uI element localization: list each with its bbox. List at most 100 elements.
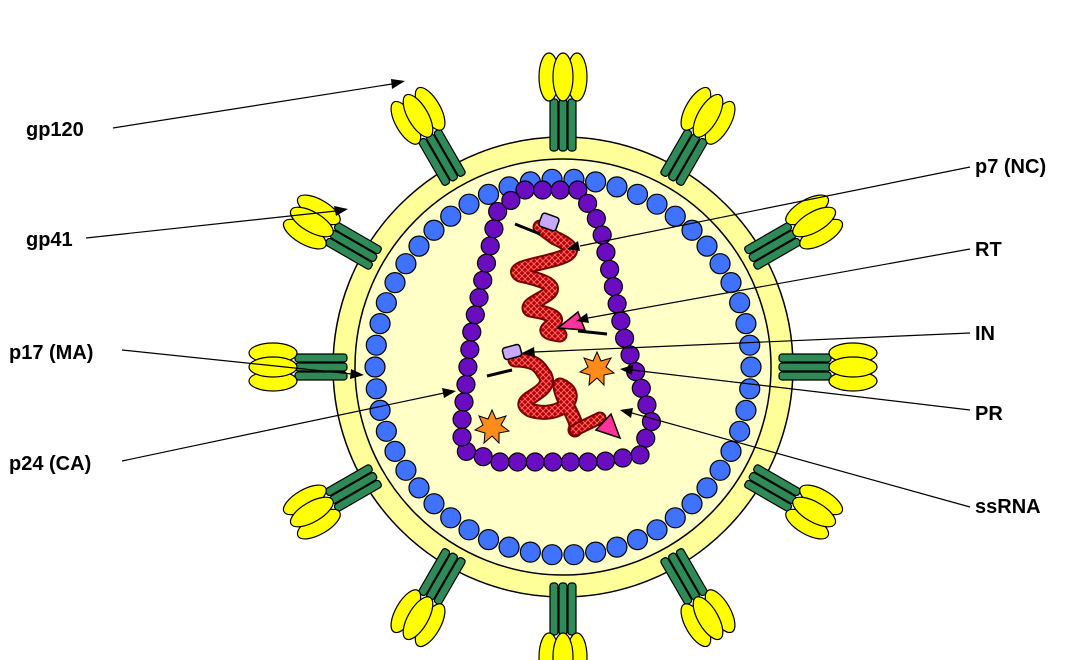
matrix-ball <box>396 460 416 480</box>
matrix-ball <box>459 194 479 214</box>
capsid-ball <box>485 220 503 238</box>
matrix-ball <box>542 545 562 565</box>
matrix-ball <box>564 545 584 565</box>
matrix-ball <box>682 494 702 514</box>
matrix-ball <box>409 478 429 498</box>
matrix-ball <box>441 206 461 226</box>
capsid-ball <box>616 329 634 347</box>
glycoprotein-spike-icon <box>249 343 347 391</box>
matrix-ball <box>647 520 667 540</box>
viral-interior <box>355 159 771 575</box>
capsid-ball <box>455 393 473 411</box>
capsid-ball <box>470 289 488 307</box>
label-gp120: gp120 <box>26 119 84 141</box>
label-gp41: gp41 <box>26 229 73 251</box>
matrix-ball <box>710 254 730 274</box>
gp41-stalk <box>550 99 576 151</box>
matrix-ball <box>665 508 685 528</box>
capsid-ball <box>526 453 544 471</box>
matrix-ball <box>370 400 390 420</box>
gp41-stalk <box>550 583 576 635</box>
capsid-ball <box>453 428 471 446</box>
matrix-ball <box>366 379 386 399</box>
capsid-ball <box>491 453 509 471</box>
capsid-ball <box>638 396 656 414</box>
glycoprotein-spike-icon <box>539 53 587 151</box>
capsid-ball <box>612 312 630 330</box>
capsid-ball <box>534 181 552 199</box>
matrix-ball <box>366 335 386 355</box>
glycoprotein-spike-icon <box>650 542 741 651</box>
capsid-ball <box>632 379 650 397</box>
capsid-ball <box>502 191 520 209</box>
matrix-ball <box>586 542 606 562</box>
glycoprotein-spike-icon <box>279 454 388 545</box>
matrix-ball <box>740 335 760 355</box>
matrix-ball <box>740 379 760 399</box>
glycoprotein-spike-icon <box>385 83 476 192</box>
capsid-ball <box>474 271 492 289</box>
glycoprotein-spike-icon <box>385 542 476 651</box>
capsid-ball <box>631 446 649 464</box>
capsid-ball <box>642 413 660 431</box>
matrix-ball <box>385 273 405 293</box>
capsid-ball <box>474 448 492 466</box>
capsid-ball <box>544 453 562 471</box>
matrix-ball <box>586 172 606 192</box>
label-rt: RT <box>975 239 1002 261</box>
capsid-ball <box>461 340 479 358</box>
matrix-ball <box>424 494 444 514</box>
matrix-ball <box>697 478 717 498</box>
glycoprotein-spike-icon <box>650 83 741 192</box>
capsid-ball <box>466 306 484 324</box>
matrix-ball <box>441 508 461 528</box>
matrix-ball <box>520 542 540 562</box>
capsid-ball <box>597 243 615 261</box>
capsid-ball <box>509 453 527 471</box>
matrix-ball <box>730 293 750 313</box>
capsid-ball <box>601 260 619 278</box>
matrix-ball <box>721 441 741 461</box>
label-p7-nc: p7 (NC) <box>975 156 1046 178</box>
glycoprotein-spike-icon <box>279 189 388 280</box>
matrix-ball <box>721 273 741 293</box>
matrix-ball <box>409 236 429 256</box>
label-in: IN <box>975 323 995 345</box>
matrix-ball <box>365 357 385 377</box>
matrix-ball <box>736 400 756 420</box>
capsid-ball <box>637 429 655 447</box>
matrix-ball <box>741 357 761 377</box>
matrix-ball <box>479 530 499 550</box>
matrix-ball <box>459 520 479 540</box>
matrix-ball <box>647 194 667 214</box>
matrix-ball <box>385 441 405 461</box>
label-ssrna: ssRNA <box>975 496 1041 518</box>
matrix-ball <box>424 220 444 240</box>
capsid-ball <box>596 452 614 470</box>
matrix-ball <box>607 177 627 197</box>
capsid-ball <box>551 181 569 199</box>
capsid-ball <box>457 375 475 393</box>
capsid-ball <box>579 453 597 471</box>
capsid-ball <box>608 295 626 313</box>
matrix-ball <box>736 314 756 334</box>
capsid-ball <box>477 254 495 272</box>
matrix-ball <box>370 314 390 334</box>
capsid-ball <box>463 323 481 341</box>
gp120-head <box>539 633 587 660</box>
capsid-ball <box>453 410 471 428</box>
matrix-ball <box>697 236 717 256</box>
leader-line-gp120 <box>113 84 392 128</box>
gp120-head <box>829 343 877 391</box>
matrix-ball <box>710 460 730 480</box>
matrix-ball <box>376 293 396 313</box>
capsid-ball <box>481 237 499 255</box>
capsid-ball <box>561 453 579 471</box>
capsid-ball <box>614 449 632 467</box>
matrix-ball <box>607 537 627 557</box>
capsid-ball <box>587 210 605 228</box>
matrix-ball <box>627 184 647 204</box>
gp41-stalk <box>295 354 347 380</box>
label-p17-ma: p17 (MA) <box>9 342 93 364</box>
matrix-ball <box>665 206 685 226</box>
